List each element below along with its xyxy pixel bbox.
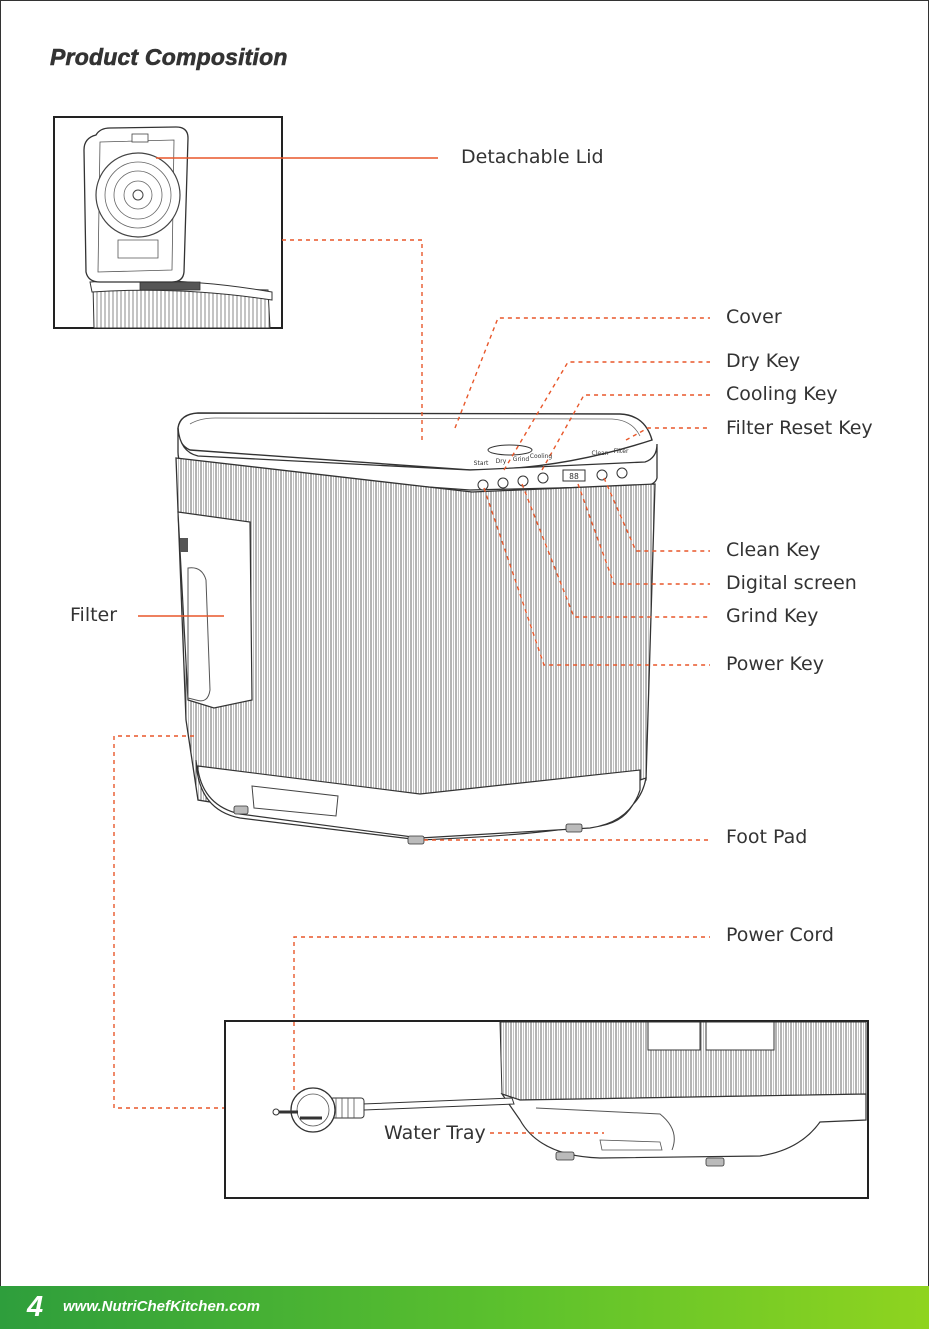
main-unit: 88 [176,413,657,844]
clean-key-label: Clean Key [726,541,820,560]
power-cord-label: Power Cord [726,926,834,945]
digital-screen-label: Digital screen [726,574,857,593]
grind-key-label: Grind Key [726,607,818,626]
panel-key-label: Clean [591,450,608,457]
filter-reset-key-label: Filter Reset Key [726,419,873,438]
foot-pad-label: Foot Pad [726,828,807,847]
product-diagram: 88 [0,0,929,1285]
cooling-key-label: Cooling Key [726,385,838,404]
panel-key-label: Start [474,460,489,467]
water-tray-label: Water Tray [384,1124,486,1143]
panel-key-label: Grind [513,456,530,463]
website-link[interactable]: www.NutriChefKitchen.com [63,1298,260,1315]
cord-inset [225,1021,868,1198]
footer-bar: 4 www.NutriChefKitchen.com [0,1286,929,1329]
cover-label: Cover [726,308,782,327]
page-number: 4 [27,1291,43,1324]
panel-key-label: Cooling [530,453,553,460]
filter-label: Filter [70,606,117,625]
lid-inset [54,117,282,328]
panel-key-label: Filter [614,448,629,455]
panel-key-label: Dry [496,458,507,465]
dry-key-label: Dry Key [726,352,800,371]
power-key-label: Power Key [726,655,824,674]
detachable-lid-label: Detachable Lid [461,148,604,167]
svg-text:88: 88 [569,472,579,481]
